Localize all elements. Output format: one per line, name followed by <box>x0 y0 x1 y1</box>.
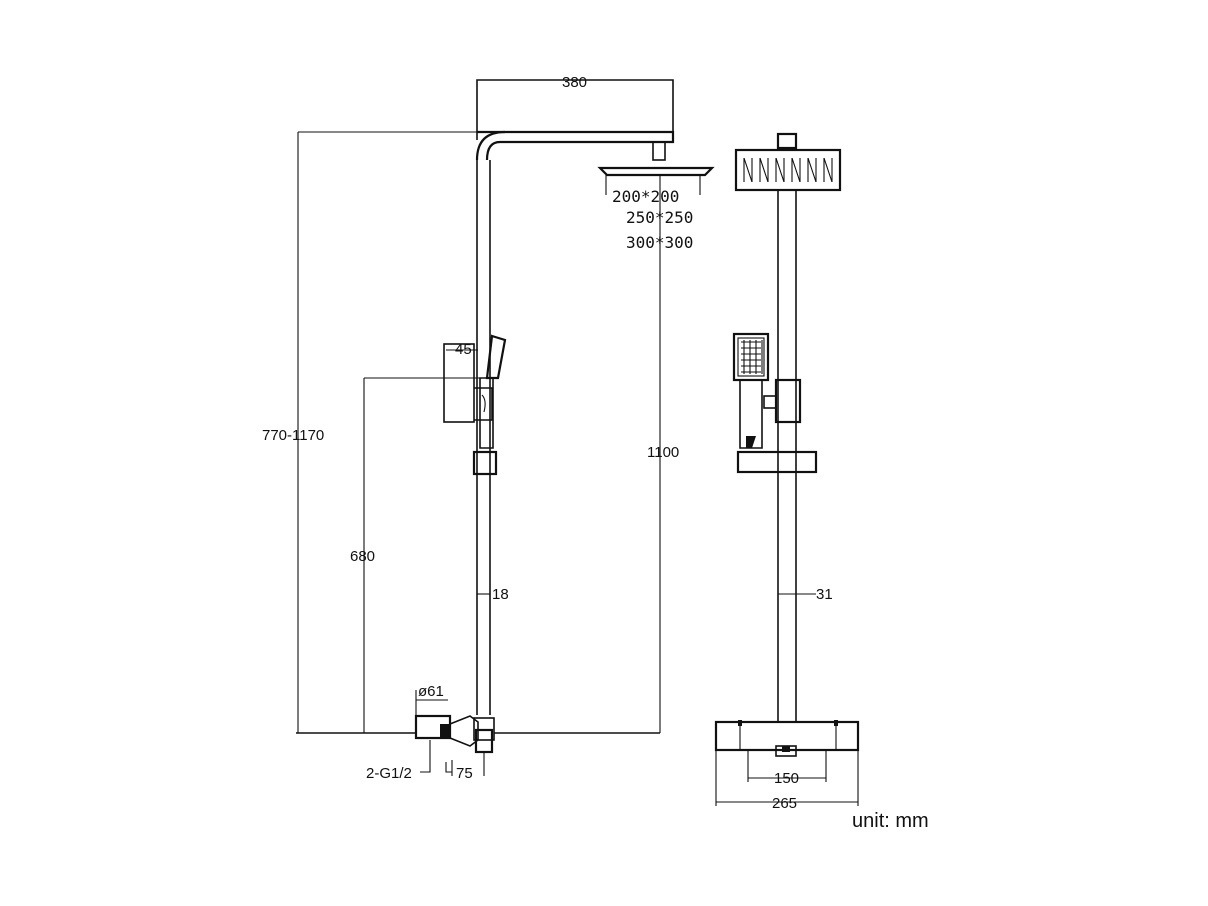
dim-head-size-3: 300*300 <box>626 233 693 252</box>
unit-label: unit: mm <box>852 810 929 832</box>
dim-head-size-1: 200*200 <box>612 187 679 206</box>
dim-valve-diameter: ø61 <box>418 683 444 700</box>
dim-head-size-2: 250*250 <box>626 208 693 227</box>
dim-pipe-side: 18 <box>492 586 509 603</box>
dim-depth: 75 <box>456 765 473 782</box>
dim-slider-offset: 45 <box>455 341 472 358</box>
dim-center-distance: 150 <box>774 770 799 787</box>
dim-thread: 2-G1/2 <box>366 765 412 782</box>
dim-pipe-front: 31 <box>816 586 833 603</box>
dim-valve-width: 265 <box>772 795 797 812</box>
dim-rail-length: 1100 <box>647 444 679 461</box>
dim-height-range: 770-1170 <box>262 427 324 444</box>
front-view <box>714 132 860 806</box>
rain-head-grid <box>743 157 833 183</box>
side-view <box>296 79 715 776</box>
dim-holder-height: 680 <box>350 548 375 565</box>
dim-top-width: 380 <box>562 74 587 91</box>
